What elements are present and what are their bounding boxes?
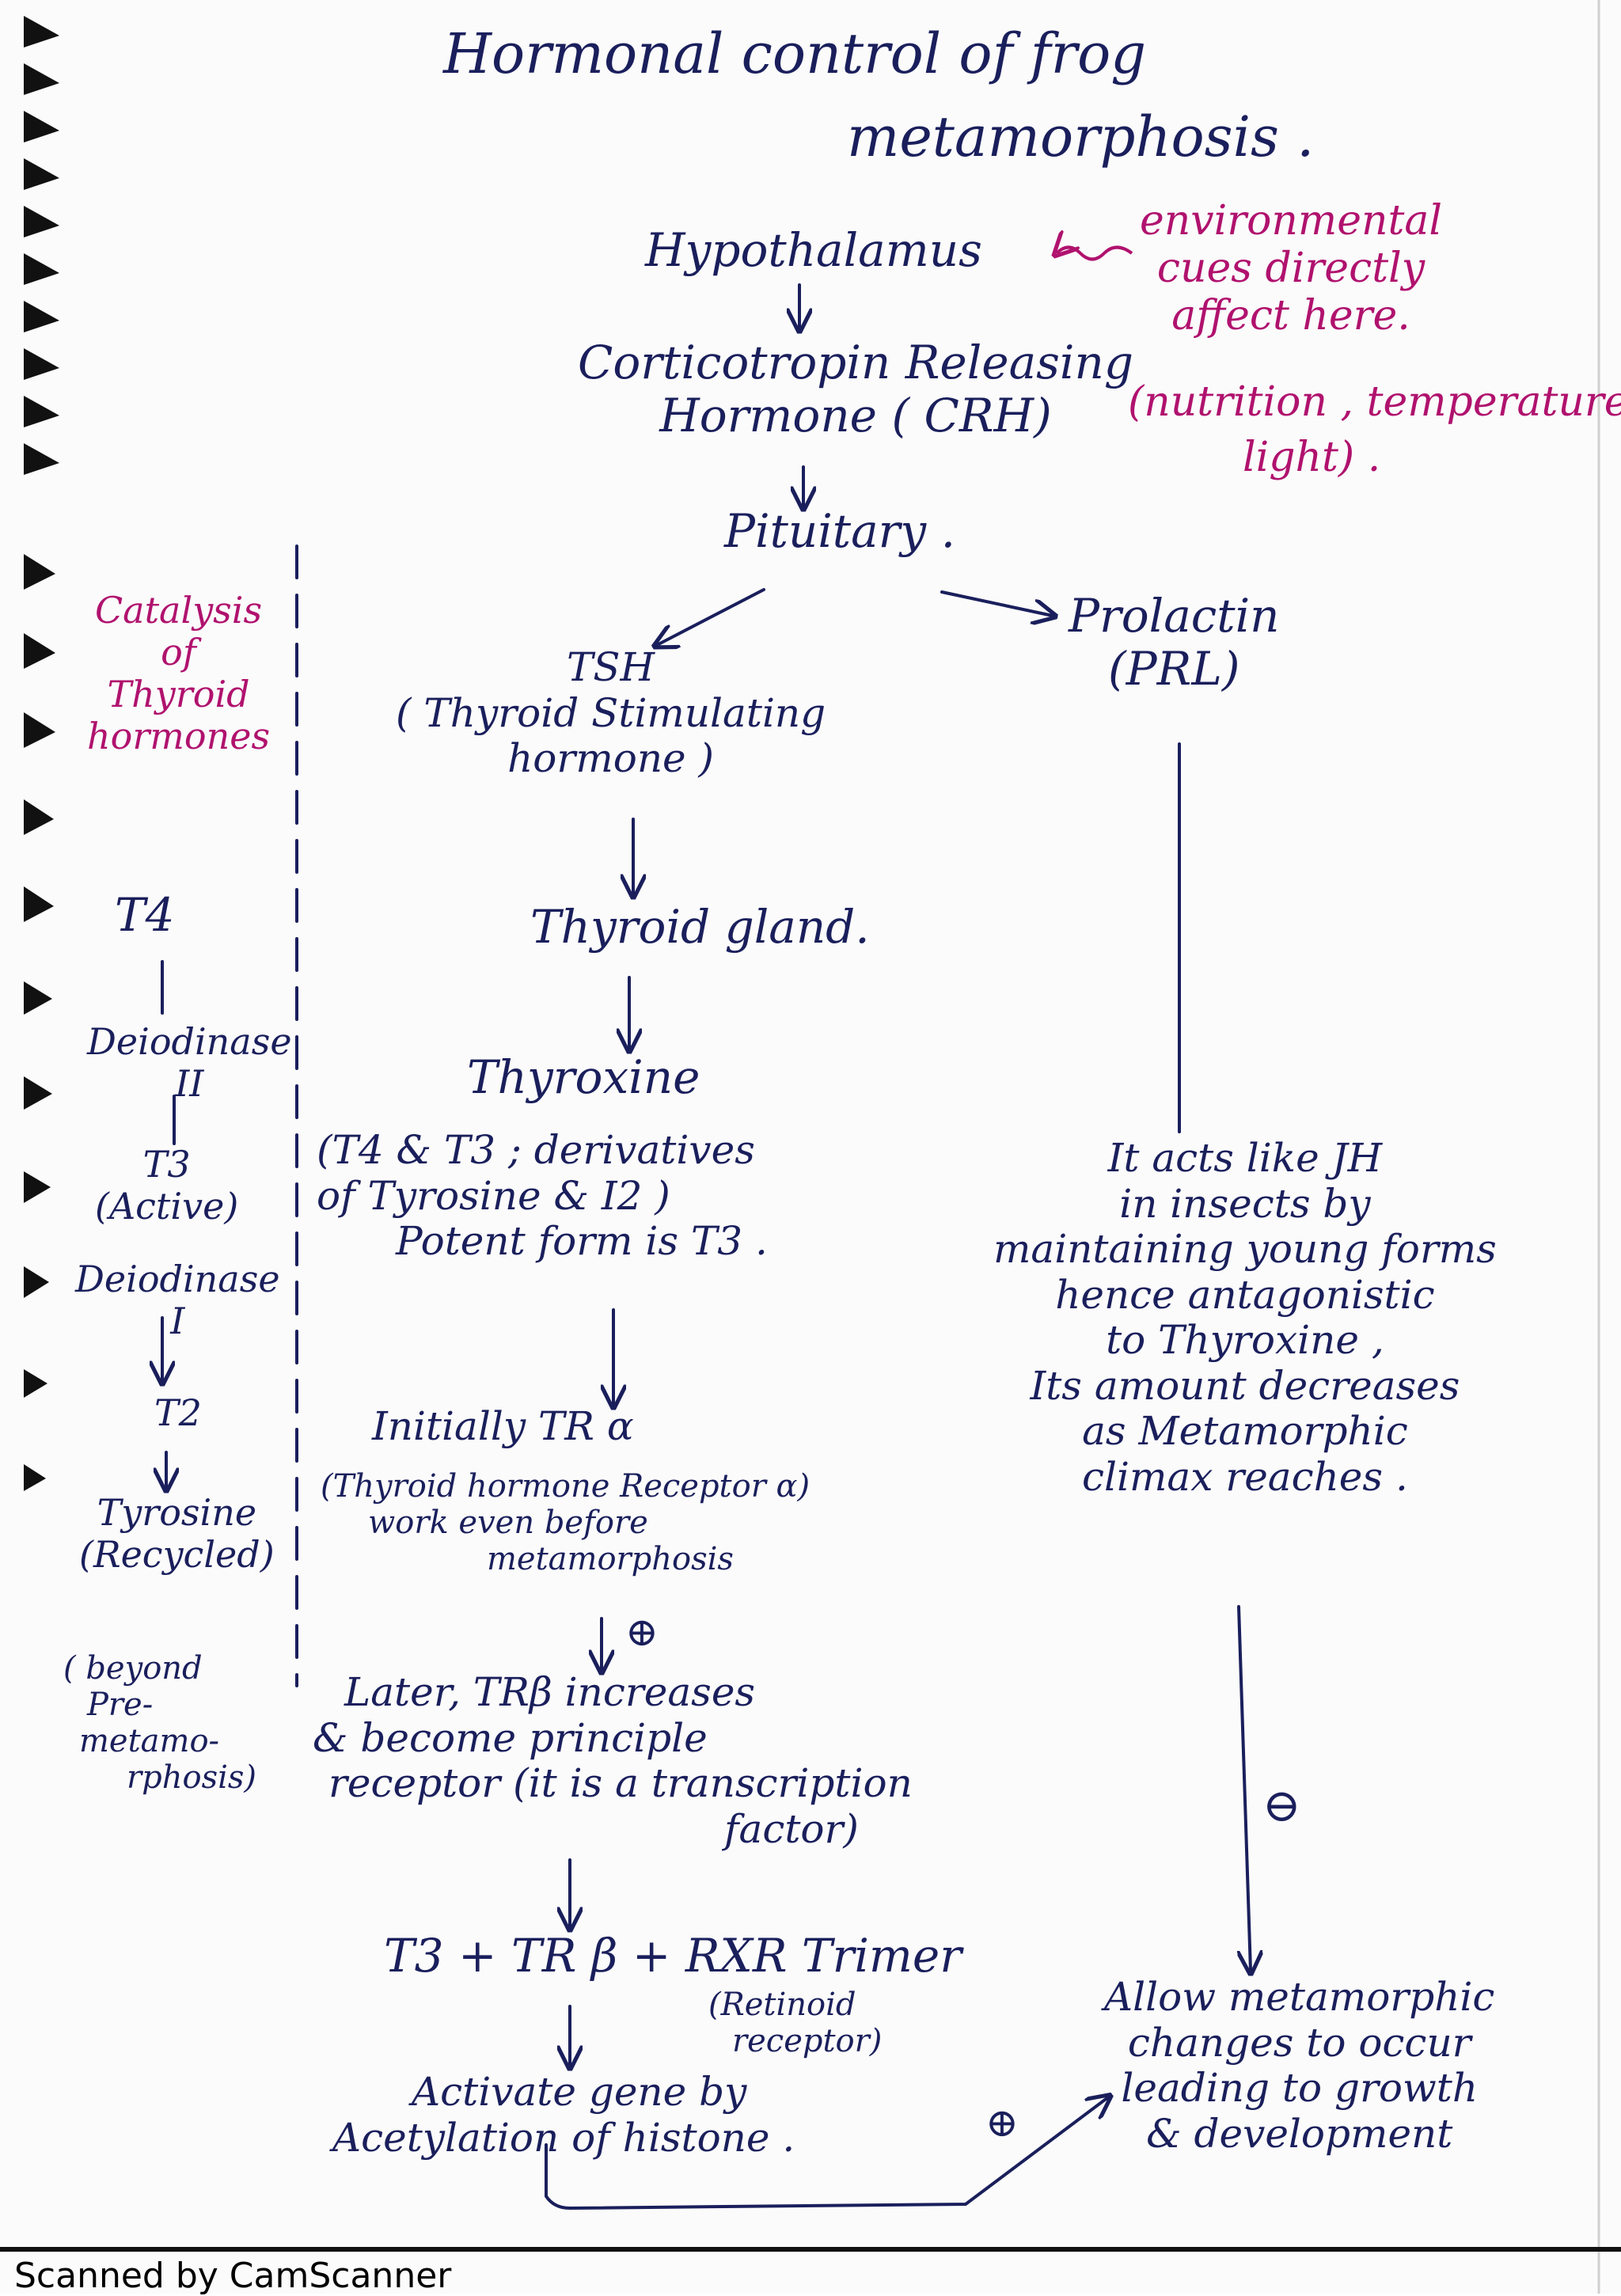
beyond-premetamorphosis: ( beyond Pre- metamo- rphosis) [63,1650,256,1796]
tyrosine-line: (Recycled) [79,1532,275,1576]
tsh-line: TSH [566,644,655,690]
t3-line: T3 [142,1143,191,1186]
catalysis-line: of [161,630,196,674]
deiodinase-line: II [175,1061,204,1105]
prl-note-line: climax reaches . [1082,1453,1408,1500]
tyrosine-recycled: Tyrosine (Recycled) [79,1492,275,1576]
t3-active: T3 (Active) [95,1144,238,1228]
plus-sign-activate: ⊕ [985,2100,1019,2146]
tr-beta-block: Later, TRβ increases & become principle … [313,1669,913,1852]
tsh-label: TSH ( Thyroid Stimulating hormone ) [396,644,826,782]
catalysis-heading: Catalysis of Thyroid hormones [87,590,270,757]
thyroid-gland-label: Thyroid gland. [530,900,870,954]
beyond-line: metamo- [79,1723,220,1759]
environmental-cues-note: environmental cues directly affect here. [1140,197,1443,340]
tr-beta-line: factor) [724,1805,859,1852]
scanner-footer: Scanned by CamScanner [14,2256,452,2296]
title-line-2: metamorphosis . [847,104,1315,169]
catalysis-line: hormones [87,714,271,757]
prolactin-label: Prolactin (PRL) [1069,590,1280,695]
tsh-line: ( Thyroid Stimulating [396,689,826,736]
catalysis-line: Catalysis [94,589,263,632]
thyroxine-label: Thyroxine [467,1050,700,1104]
tsh-line: hormone ) [507,735,715,781]
deiodinase-line: Deiodinase [87,1020,292,1063]
prl-note-line: as Metamorphic [1082,1408,1408,1454]
tr-beta-line: & become principle [313,1714,708,1761]
allow-line: Allow metamorphic [1104,1974,1495,2020]
prolactin-line: (PRL) [1108,641,1240,696]
prl-note-line: to Thyroxine , [1106,1317,1384,1363]
minus-sign-prolactin: ⊖ [1262,1778,1301,1832]
deiodinase-line: Deiodinase [75,1258,280,1300]
tr-alpha-line: metamorphosis [487,1541,734,1577]
t3-line: (Active) [95,1184,239,1228]
pituitary-label: Pituitary . [724,504,956,558]
catalysis-line: Thyroid [107,672,250,715]
trimer-label: T3 + TR β + RXR Trimer [384,1929,962,1983]
tr-alpha-details: (Thyroid hormone Receptor α) work even b… [321,1468,810,1577]
plus-sign-tr-alpha: ⊕ [625,1609,659,1655]
prl-note-line: maintaining young forms [993,1226,1497,1272]
thyroxine-line: (T4 & T3 ; derivatives [317,1127,755,1173]
beyond-line: rphosis) [127,1759,257,1796]
env-note-line: cues directly [1156,244,1425,292]
prolactin-note: It acts like JH in insects by maintainin… [993,1135,1497,1500]
deiodinase-line: I [170,1299,185,1342]
crh-label: Corticotropin Releasing Hormone ( CRH) [578,336,1133,442]
retinoid-line: (Retinoid [708,1987,856,2023]
thyroxine-line: of Tyrosine & I2 ) [317,1172,670,1219]
allow-line: & development [1146,2110,1453,2157]
tr-beta-line: receptor (it is a transcription [328,1760,913,1806]
prl-note-line: in insects by [1119,1180,1371,1227]
tyrosine-line: Tyrosine [97,1491,257,1534]
deiodinase-i: Deiodinase I [75,1258,280,1342]
prolactin-line: Prolactin [1069,589,1280,643]
beyond-line: ( beyond [63,1650,203,1687]
t2-label: T2 [154,1391,202,1434]
retinoid-line: receptor) [732,2023,883,2059]
deiodinase-ii: Deiodinase II [87,1021,292,1105]
env-note-light: light) . [1243,434,1381,481]
title-line-1: Hormonal control of frog [443,21,1147,86]
hypothalamus-label: Hypothalamus [645,223,982,277]
crh-line: Corticotropin Releasing [578,336,1133,389]
tr-alpha-label: Initially TR α [372,1403,634,1449]
t4-label: T4 [115,888,175,942]
tr-alpha-line: (Thyroid hormone Receptor α) [321,1468,810,1505]
prl-note-line: Its amount decreases [1030,1362,1460,1409]
allow-changes-block: Allow metamorphic changes to occur leadi… [1104,1974,1495,2157]
activate-line: Acetylation of histone . [332,2114,795,2161]
env-note-line: affect here. [1171,291,1410,340]
tr-beta-line: Later, TRβ increases [344,1669,756,1715]
env-note-factors: (nutrition , temperature, [1128,378,1621,426]
tr-alpha-line: work even before [368,1505,648,1541]
retinoid-receptor-note: (Retinoid receptor) [708,1987,882,2059]
env-note-line: environmental [1140,197,1443,245]
activate-line: Activate gene by [412,2069,747,2115]
allow-line: leading to growth [1121,2065,1479,2111]
thyroxine-line: Potent form is T3 . [396,1218,768,1264]
allow-line: changes to occur [1127,2019,1471,2066]
prl-note-line: hence antagonistic [1055,1271,1435,1318]
prl-note-line: It acts like JH [1107,1135,1383,1181]
activate-gene-block: Activate gene by Acetylation of histone … [332,2069,795,2161]
thyroxine-details: (T4 & T3 ; derivatives of Tyrosine & I2 … [317,1127,768,1265]
crh-line: Hormone ( CRH) [659,388,1052,442]
beyond-line: Pre- [87,1687,154,1723]
